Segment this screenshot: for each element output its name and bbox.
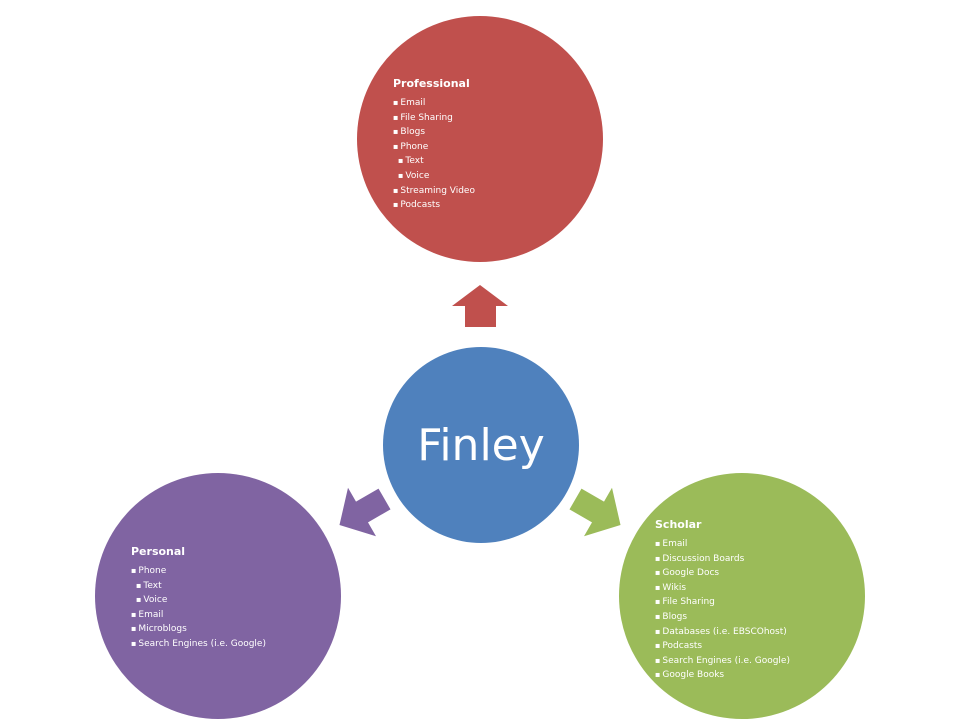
scholar-title: Scholar xyxy=(655,518,702,531)
professional-node: Professional EmailFile SharingBlogsPhone… xyxy=(393,77,475,213)
list-item: Email xyxy=(393,96,475,111)
center-label: Finley xyxy=(417,419,545,471)
list-item: Podcasts xyxy=(655,639,790,654)
list-item: Voice xyxy=(131,593,266,608)
list-item: Voice xyxy=(393,169,475,184)
personal-node: Personal PhoneTextVoiceEmailMicroblogsSe… xyxy=(131,545,266,652)
list-item: Phone xyxy=(131,564,266,579)
list-item: Blogs xyxy=(655,610,790,625)
list-item: Email xyxy=(131,608,266,623)
list-item: Search Engines (i.e. Google) xyxy=(655,654,790,669)
list-item: Discussion Boards xyxy=(655,552,790,567)
personal-title: Personal xyxy=(131,545,186,558)
list-item: Podcasts xyxy=(393,198,475,213)
scholar-list: EmailDiscussion BoardsGoogle DocsWikisFi… xyxy=(655,537,790,683)
list-item: Wikis xyxy=(655,581,790,596)
list-item: Text xyxy=(131,579,266,594)
scholar-node: Scholar EmailDiscussion BoardsGoogle Doc… xyxy=(655,518,790,683)
professional-title: Professional xyxy=(393,77,470,90)
personal-list: PhoneTextVoiceEmailMicroblogsSearch Engi… xyxy=(131,564,266,652)
list-item: Blogs xyxy=(393,125,475,140)
list-item: Databases (i.e. EBSCOhost) xyxy=(655,625,790,640)
list-item: Search Engines (i.e. Google) xyxy=(131,637,266,652)
list-item: File Sharing xyxy=(655,595,790,610)
list-item: Text xyxy=(393,154,475,169)
arrow-to-personal xyxy=(339,487,391,537)
arrow-to-professional xyxy=(452,285,508,327)
professional-list: EmailFile SharingBlogsPhoneTextVoiceStre… xyxy=(393,96,475,213)
arrow-to-scholar xyxy=(569,487,621,537)
list-item: Phone xyxy=(393,140,475,155)
list-item: File Sharing xyxy=(393,111,475,126)
center-circle xyxy=(383,347,579,543)
list-item: Google Docs xyxy=(655,566,790,581)
list-item: Email xyxy=(655,537,790,552)
list-item: Streaming Video xyxy=(393,184,475,199)
list-item: Microblogs xyxy=(131,622,266,637)
list-item: Google Books xyxy=(655,668,790,683)
